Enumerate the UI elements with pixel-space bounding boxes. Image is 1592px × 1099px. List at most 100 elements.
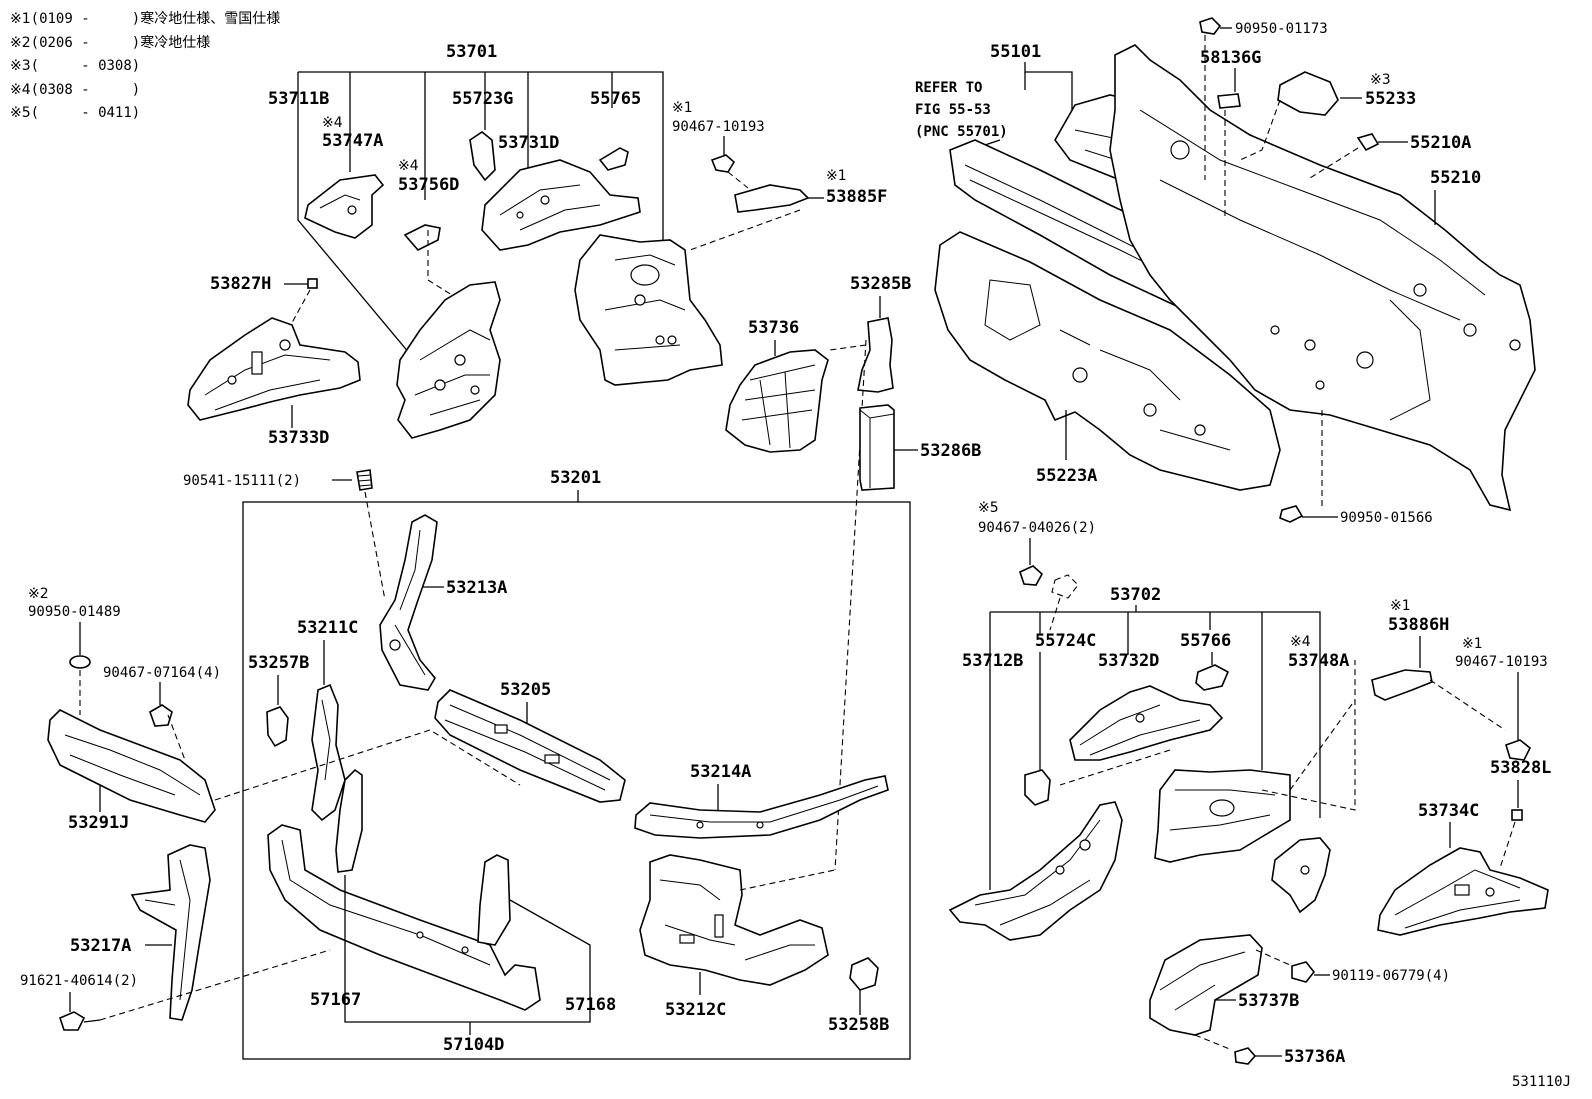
group-53885F: ※1 90467-10193 ※1 53885F bbox=[672, 100, 887, 251]
label-53257B: 53257B bbox=[248, 653, 309, 673]
part-inner-apron-right bbox=[948, 801, 1123, 941]
part-53217A bbox=[130, 844, 211, 1021]
label-90467-07164: 90467-07164(4) bbox=[103, 665, 221, 681]
figure-code: 531110J bbox=[1512, 1074, 1571, 1090]
part-clip-90467-10193-a bbox=[710, 154, 736, 173]
part-55724C bbox=[1024, 769, 1051, 806]
part-55765 bbox=[598, 147, 629, 171]
group-53733D: 53827H 53733D bbox=[187, 274, 361, 448]
part-suspension-tower-left bbox=[574, 234, 723, 386]
part-90119-06779 bbox=[1291, 961, 1316, 983]
mark-note4-c: ※4 bbox=[1290, 634, 1311, 650]
part-53737B bbox=[1149, 934, 1263, 1036]
part-53731D bbox=[481, 159, 641, 251]
part-57104D bbox=[267, 824, 541, 1011]
part-53748A bbox=[1271, 837, 1331, 914]
part-53886H bbox=[1371, 669, 1433, 701]
label-53286B: 53286B bbox=[920, 441, 981, 461]
label-53205: 53205 bbox=[500, 680, 551, 700]
part-90467-04026 bbox=[1019, 565, 1044, 586]
label-90467-04026: 90467-04026(2) bbox=[978, 520, 1096, 536]
label-53827H: 53827H bbox=[210, 274, 271, 294]
mark-note4-b: ※4 bbox=[398, 158, 419, 174]
part-90467-07164 bbox=[149, 704, 173, 727]
part-53733D bbox=[187, 317, 361, 421]
part-55223A bbox=[934, 231, 1281, 491]
label-55723G: 55723G bbox=[452, 89, 513, 109]
part-53257B bbox=[266, 706, 289, 748]
part-57168 bbox=[477, 854, 511, 946]
refer-line-1: REFER TO bbox=[915, 80, 982, 96]
group-53701: 53701 53711B ※4 53747A ※4 53756D 55723G … bbox=[268, 42, 723, 439]
part-53213A bbox=[379, 514, 438, 691]
label-53737B: 53737B bbox=[1238, 991, 1299, 1011]
label-53736: 53736 bbox=[748, 318, 799, 338]
label-53885F: 53885F bbox=[826, 187, 887, 207]
label-55765: 55765 bbox=[590, 89, 641, 109]
part-55766 bbox=[1195, 664, 1230, 691]
label-53712B: 53712B bbox=[962, 651, 1023, 671]
note-3: ※3( - 0308) bbox=[10, 58, 141, 74]
mark-note1-c: ※1 bbox=[1390, 598, 1411, 614]
part-53827H bbox=[307, 278, 318, 289]
part-53285B bbox=[857, 317, 894, 393]
label-90541-15111: 90541-15111(2) bbox=[183, 473, 301, 489]
part-53828L bbox=[1511, 809, 1523, 821]
part-57167 bbox=[335, 768, 363, 873]
label-53747A: 53747A bbox=[322, 131, 383, 151]
label-53732D: 53732D bbox=[1098, 651, 1159, 671]
label-55223A: 55223A bbox=[1036, 466, 1097, 486]
note-1: ※1(0109 - )寒冷地仕様、雪国仕様 bbox=[10, 11, 281, 27]
refer-line-2: FIG 55-53 bbox=[915, 102, 991, 118]
label-53211C: 53211C bbox=[297, 618, 358, 638]
label-90467-10193-b: 90467-10193 bbox=[1455, 654, 1548, 670]
label-55724C: 55724C bbox=[1035, 631, 1096, 651]
mark-note1-b: ※1 bbox=[826, 168, 847, 184]
label-53828L: 53828L bbox=[1490, 758, 1551, 778]
group-53201: 53201 90541-15111(2) 53213A 53211C 53257… bbox=[183, 468, 911, 1060]
refer-line-3: (PNC 55701) bbox=[915, 124, 1008, 140]
label-90467-10193-a: 90467-10193 bbox=[672, 119, 765, 135]
part-53736A bbox=[1234, 1047, 1257, 1065]
mark-note5: ※5 bbox=[978, 500, 999, 516]
label-53291J: 53291J bbox=[68, 813, 129, 833]
label-90950-01489: 90950-01489 bbox=[28, 604, 121, 620]
part-55723G bbox=[469, 131, 496, 182]
label-90950-01566: 90950-01566 bbox=[1340, 510, 1433, 526]
part-55210A bbox=[1356, 133, 1380, 152]
label-53285B: 53285B bbox=[850, 274, 911, 294]
label-53212C: 53212C bbox=[665, 1000, 726, 1020]
part-53214A bbox=[634, 775, 889, 839]
note-2: ※2(0206 - )寒冷地仕様 bbox=[10, 34, 211, 51]
label-53886H: 53886H bbox=[1388, 615, 1449, 635]
group-53734C: 53734C bbox=[1377, 801, 1549, 936]
part-clip-90467-10193-b bbox=[1505, 739, 1532, 761]
mark-note1-a: ※1 bbox=[672, 100, 693, 116]
notes-legend: ※1(0109 - )寒冷地仕様、雪国仕様 ※2(0206 - )寒冷地仕様 ※… bbox=[10, 8, 280, 126]
part-53258B bbox=[849, 957, 879, 991]
label-53214A: 53214A bbox=[690, 762, 751, 782]
label-53213A: 53213A bbox=[446, 578, 507, 598]
label-53711B: 53711B bbox=[268, 89, 329, 109]
label-55210A: 55210A bbox=[1410, 133, 1471, 153]
label-53702: 53702 bbox=[1110, 585, 1161, 605]
part-90950-01173 bbox=[1199, 17, 1222, 35]
group-53291J: ※2 90950-01489 90467-07164(4) 53291J bbox=[28, 586, 521, 833]
group-55101: 55101 REFER TO FIG 55-53 (PNC 55701) 909… bbox=[915, 17, 1536, 526]
mark-note2: ※2 bbox=[28, 586, 49, 602]
label-55766: 55766 bbox=[1180, 631, 1231, 651]
part-53736 bbox=[725, 349, 829, 453]
group-53736: 53736 bbox=[725, 318, 829, 453]
label-57167: 57167 bbox=[310, 990, 361, 1010]
mark-note3: ※3 bbox=[1370, 72, 1391, 88]
part-53756D bbox=[403, 224, 441, 251]
label-53736A: 53736A bbox=[1284, 1047, 1345, 1067]
label-53701: 53701 bbox=[446, 42, 497, 62]
group-53886H: ※1 53886H ※1 90467-10193 53828L bbox=[1371, 598, 1551, 869]
mark-note1-d: ※1 bbox=[1462, 636, 1483, 652]
part-91621-40614 bbox=[59, 1011, 86, 1031]
label-55210: 55210 bbox=[1430, 168, 1481, 188]
label-57104D: 57104D bbox=[443, 1035, 504, 1055]
part-53205 bbox=[434, 689, 626, 803]
part-58136G bbox=[1217, 93, 1241, 109]
